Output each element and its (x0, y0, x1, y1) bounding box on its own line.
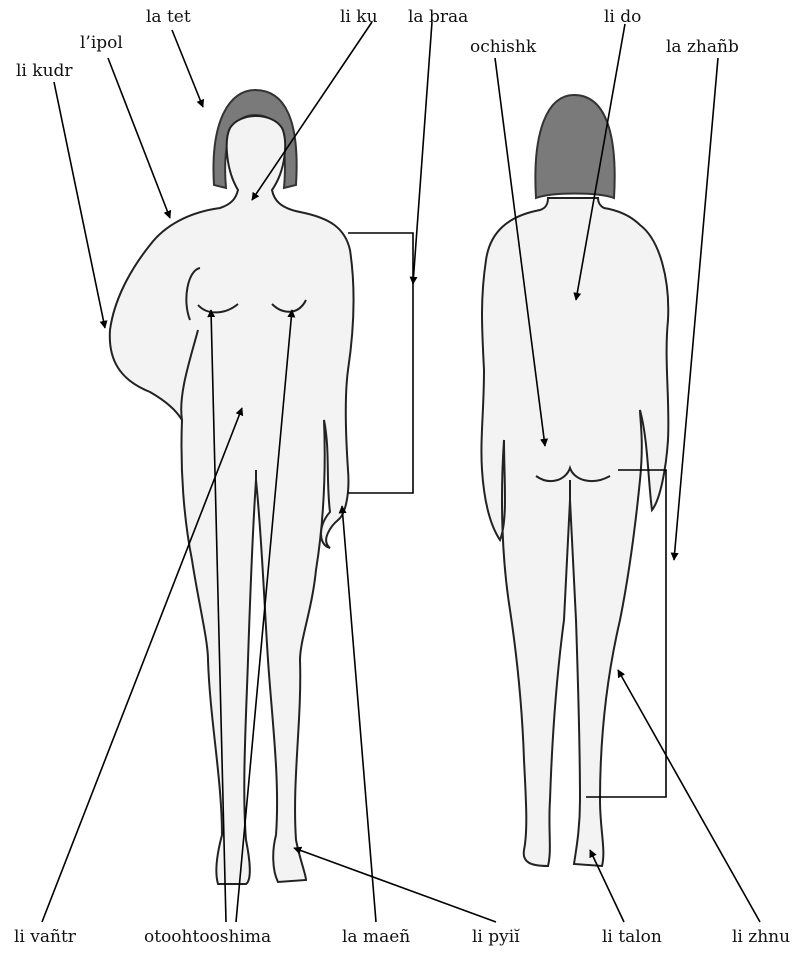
label-ochishk: ochishk (470, 37, 537, 57)
label-li-pyi: li pyiĭ (472, 927, 520, 947)
pointer-li-pyi (294, 848, 496, 922)
label-li-ku: li ku (340, 7, 378, 27)
arm-bracket (348, 233, 413, 493)
pointer-li-zhnu (618, 670, 760, 922)
label-la-maen: la maeñ (342, 927, 410, 947)
pointer-li-kudr (54, 82, 105, 328)
label-li-talon: li talon (602, 927, 662, 947)
label-otoohtooshima: otoohtooshima (144, 927, 271, 947)
back-figure (481, 95, 668, 866)
label-la-tet: la tet (146, 7, 191, 27)
labels: la tet li ku la braa ochishk li do la zh… (14, 7, 790, 947)
label-la-zhamb: la zhañb (666, 37, 739, 57)
front-body-outline (110, 116, 354, 884)
label-li-zhnu: li zhnu (732, 927, 790, 947)
pointer-lipol (108, 58, 170, 218)
label-li-vantr: li vañtr (14, 927, 77, 947)
label-li-kudr: li kudr (16, 61, 73, 81)
pointer-la-zhamb (674, 58, 718, 560)
label-lipol: l’ipol (80, 33, 123, 53)
back-body-outline (481, 198, 668, 866)
label-li-do: li do (604, 7, 641, 27)
pointer-la-maen (342, 506, 376, 922)
pointer-li-talon (590, 850, 624, 922)
pointer-la-tet (172, 30, 203, 107)
label-la-braa: la braa (408, 7, 468, 27)
front-figure (110, 90, 354, 884)
pointer-la-braa (413, 22, 432, 284)
